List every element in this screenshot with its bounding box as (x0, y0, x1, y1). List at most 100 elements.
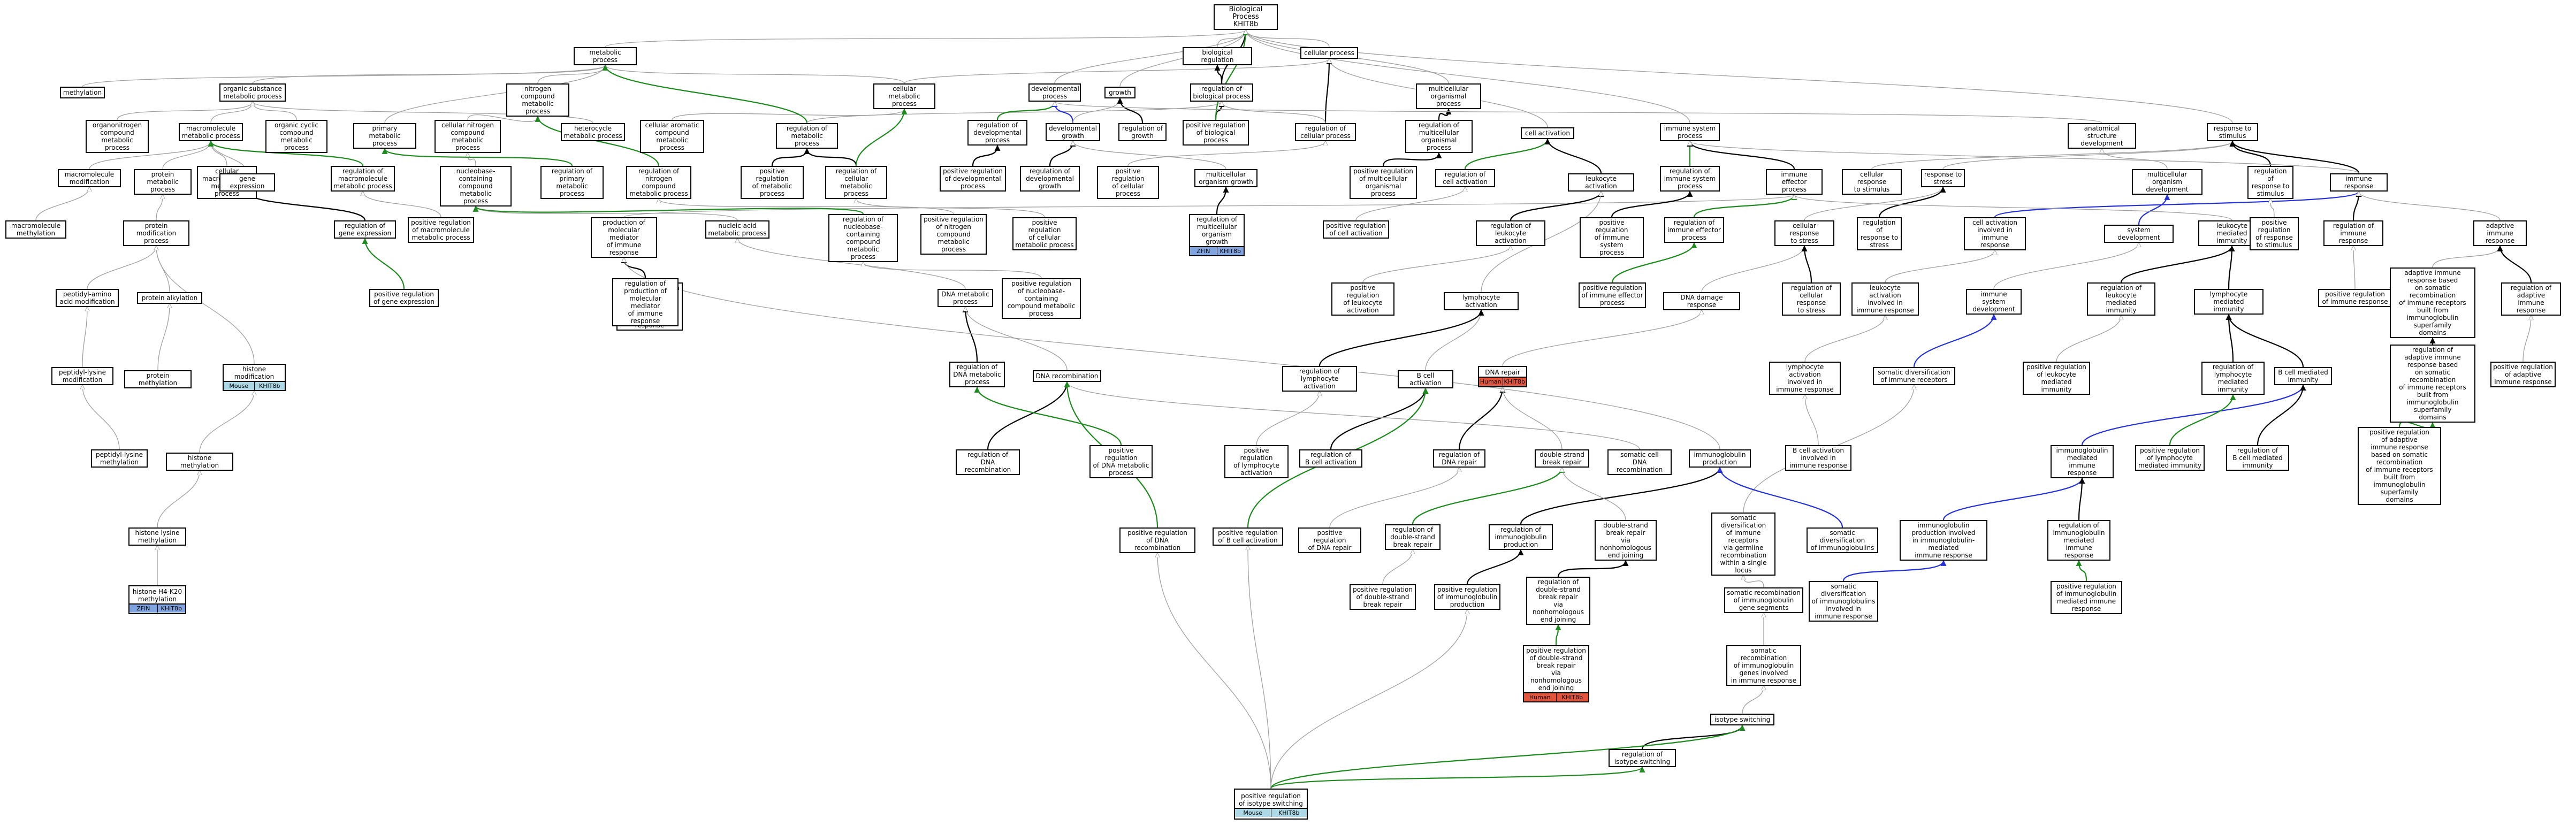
node-cellular-nitrogen-compound-metabolic-process[interactable]: cellular nitrogen compound metabolic pro… (435, 120, 501, 153)
node-positive-regulation-of-cellular-process[interactable]: positive regulation of cellular process (1097, 166, 1159, 199)
node-protein-metabolic-process[interactable]: protein metabolic process (134, 169, 192, 195)
node-regulation-of-double-strand-break-repair-via-nonhomologous-end-joining[interactable]: regulation of double-strand break repair… (1526, 577, 1590, 625)
node-regulation-of-primary-metabolic-process[interactable]: regulation of primary metabolic process (540, 166, 604, 199)
node-organic-cyclic-compound-metabolic-process[interactable]: organic cyclic compound metabolic proces… (265, 120, 327, 153)
node-positive-regulation-of-adaptive-immune-response[interactable]: positive regulation of adaptive immune r… (2490, 362, 2556, 387)
node-histone-lysine-methylation[interactable]: histone lysine methylation (128, 527, 186, 546)
node-regulation-of-double-strand-break-repair[interactable]: regulation of double-strand break repair (1385, 524, 1441, 550)
node-somatic-recombination-of-immunoglobulin-gene-segments[interactable]: somatic recombination of immunoglobulin … (1724, 587, 1803, 613)
node-immune-effector-process[interactable]: immune effector process (1766, 169, 1823, 195)
node-somatic-diversification-of-immunoglobulins-involved-in-immune-response[interactable]: somatic diversification of immunoglobuli… (1809, 581, 1878, 622)
node-protein-modification-process[interactable]: protein modification process (123, 220, 189, 246)
node-multicellular-organism-growth[interactable]: multicellular organism growth (1194, 169, 1257, 187)
node-nitrogen-compound-metabolic-process[interactable]: nitrogen compound metabolic process (506, 83, 569, 117)
node-regulation-of-growth[interactable]: regulation of growth (1118, 123, 1167, 141)
node-positive-regulation-of-double-strand-break-repair-via-nonhomologous-end-joining[interactable]: positive regulation of double-strand bre… (1523, 645, 1589, 702)
node-heterocycle-metabolic-process[interactable]: heterocycle metabolic process (561, 123, 625, 141)
node-somatic-cell-dna-recombination[interactable]: somatic cell DNA recombination (1607, 449, 1672, 475)
node-methylation[interactable]: methylation (60, 87, 105, 98)
node-somatic-diversification-of-immune-receptors[interactable]: somatic diversification of immune recept… (1873, 367, 1955, 385)
node-growth[interactable]: growth (1104, 87, 1135, 98)
node-regulation-of-dna-metabolic-process[interactable]: regulation of DNA metabolic process (949, 362, 1005, 387)
node-production-of-molecular-mediator-of-immune-response[interactable]: production of molecular mediator of immu… (591, 217, 657, 258)
node-immunoglobulin-production[interactable]: immunoglobulin production (1689, 449, 1751, 468)
node-regulation-of-cellular-response-to-stress[interactable]: regulation of cellular response to stres… (1782, 282, 1841, 316)
node-somatic-diversification-of-immunoglobulins[interactable]: somatic diversification of immunoglobuli… (1807, 527, 1878, 553)
node-dna-metabolic-process[interactable]: DNA metabolic process (938, 289, 993, 307)
node-regulation-of-developmental-growth[interactable]: regulation of developmental growth (1020, 166, 1080, 192)
node-positive-regulation-of-immune-effector-process[interactable]: positive regulation of immune effector p… (1579, 282, 1646, 308)
node-regulation-of-lymphocyte-activation[interactable]: regulation of lymphocyte activation (1282, 366, 1357, 392)
node-positive-regulation-of-b-cell-activation[interactable]: positive regulation of B cell activation (1213, 527, 1283, 546)
node-regulation-of-multicellular-organism-growth[interactable]: regulation of multicellular organism gro… (1189, 214, 1245, 256)
node-regulation-of-b-cell-activation[interactable]: regulation of B cell activation (1299, 449, 1362, 468)
node-positive-regulation-of-immunoglobulin-mediated-immune-response[interactable]: positive regulation of immunoglobulin me… (2051, 581, 2122, 614)
node-peptidyl-amino-acid-modification[interactable]: peptidyl-amino acid modification (56, 289, 119, 307)
node-regulation-of-b-cell-mediated-immunity[interactable]: regulation of B cell mediated immunity (2226, 445, 2289, 471)
node-positive-regulation-of-isotype-switching[interactable]: positive regulation of isotype switching… (1234, 789, 1308, 820)
node-biological-process[interactable]: Biological Process KHIT8b (1214, 4, 1278, 30)
node-regulation-of-dna-repair[interactable]: regulation of DNA repair (1433, 449, 1485, 468)
node-regulation-of-developmental-process[interactable]: regulation of developmental process (967, 120, 1027, 146)
node-positive-regulation-of-cell-activation[interactable]: positive regulation of cell activation (1323, 220, 1389, 239)
node-regulation-of-nucleobase-containing-compound-metabolic-process[interactable]: regulation of nucleobase-containing comp… (828, 214, 898, 262)
node-multicellular-organism-development[interactable]: multicellular organism development (2132, 169, 2202, 195)
node-macromolecule-methylation[interactable]: macromolecule methylation (5, 220, 66, 239)
node-macromolecule-modification[interactable]: macromolecule modification (58, 169, 121, 187)
node-regulation-of-nitrogen-compound-metabolic-process[interactable]: regulation of nitrogen compound metaboli… (626, 166, 691, 199)
node-cellular-metabolic-process[interactable]: cellular metabolic process (873, 83, 935, 109)
node-regulation-of-metabolic-process[interactable]: regulation of metabolic process (776, 123, 838, 149)
node-regulation-of-macromolecule-metabolic-process[interactable]: regulation of macromolecule metabolic pr… (331, 166, 395, 192)
node-metabolic-process[interactable]: metabolic process (574, 47, 637, 65)
node-regulation-of-gene-expression[interactable]: regulation of gene expression (334, 220, 396, 239)
node-dna-damage-response[interactable]: DNA damage response (1663, 292, 1740, 310)
node-double-strand-break-repair-via-nonhomologous-end-joining[interactable]: double-strand break repair via nonhomolo… (1595, 520, 1657, 561)
node-leukocyte-activation[interactable]: leukocyte activation (1568, 173, 1634, 192)
node-regulation-of-biological-process[interactable]: regulation of biological process (1190, 83, 1253, 102)
node-b-cell-activation-involved-in-immune-response[interactable]: B cell activation involved in immune res… (1785, 445, 1851, 471)
node-positive-regulation-of-nitrogen-compound-metabolic-process[interactable]: positive regulation of nitrogen compound… (920, 214, 987, 255)
node-leukocyte-mediated-immunity[interactable]: leukocyte mediated immunity (2198, 220, 2266, 246)
node-response-to-stress[interactable]: response to stress (1921, 169, 1965, 187)
node-developmental-process[interactable]: developmental process (1028, 83, 1081, 102)
node-positive-regulation-of-gene-expression[interactable]: positive regulation of gene expression (369, 289, 439, 307)
node-positive-regulation-of-dna-metabolic-process[interactable]: positive regulation of DNA metabolic pro… (1089, 445, 1153, 478)
node-immune-system-development[interactable]: immune system development (1966, 289, 2022, 315)
node-positive-regulation-of-lymphocyte-activation[interactable]: positive regulation of lymphocyte activa… (1224, 445, 1289, 478)
node-positive-regulation-of-macromolecule-metabolic-process[interactable]: positive regulation of macromolecule met… (408, 217, 474, 243)
node-positive-regulation-of-immune-response[interactable]: positive regulation of immune response (2318, 289, 2392, 307)
node-positive-regulation-of-double-strand-break-repair[interactable]: positive regulation of double-strand bre… (1350, 584, 1416, 610)
node-adaptive-immune-response[interactable]: adaptive immune response (2473, 220, 2527, 246)
node-organonitrogen-compound-metabolic-process[interactable]: organonitrogen compound metabolic proces… (86, 120, 149, 153)
node-positive-regulation-of-immune-system-process[interactable]: positive regulation of immune system pro… (1580, 217, 1644, 258)
node-peptidyl-lysine-methylation[interactable]: peptidyl-lysine methylation (91, 449, 148, 468)
node-dna-recombination[interactable]: DNA recombination (1033, 370, 1101, 382)
node-regulation-of-immunoglobulin-production[interactable]: regulation of immunoglobulin production (1489, 524, 1553, 550)
node-positive-regulation-of-lymphocyte-mediated-immunity[interactable]: positive regulation of lymphocyte mediat… (2135, 445, 2205, 471)
node-isotype-switching[interactable]: isotype switching (1710, 714, 1774, 725)
node-leukocyte-activation-involved-in-immune-response[interactable]: leukocyte activation involved in immune … (1851, 282, 1919, 316)
node-regulation-of-immunoglobulin-mediated-immune-response[interactable]: regulation of immunoglobulin mediated im… (2047, 520, 2110, 561)
node-cell-activation-involved-in-immune-response[interactable]: cell activation involved in immune respo… (1964, 217, 2026, 250)
node-positive-regulation-of-developmental-process[interactable]: positive regulation of developmental pro… (940, 166, 1006, 192)
node-primary-metabolic-process[interactable]: primary metabolic process (353, 123, 416, 149)
node-regulation-of-multicellular-organismal-process[interactable]: regulation of multicellular organismal p… (1405, 120, 1473, 153)
node-somatic-diversification-of-immune-receptors-via-germline-recombination[interactable]: somatic diversification of immune recept… (1711, 513, 1775, 576)
node-lymphocyte-mediated-immunity[interactable]: lymphocyte mediated immunity (2194, 289, 2263, 315)
node-positive-regulation-of-response-to-stimulus[interactable]: positive regulation of response to stimu… (2250, 217, 2299, 250)
node-cell-activation[interactable]: cell activation (1521, 127, 1574, 139)
node-positive-regulation-of-multicellular-organismal-process[interactable]: positive regulation of multicellular org… (1350, 166, 1417, 199)
node-regulation-of-lymphocyte-mediated-immunity[interactable]: regulation of lymphocyte mediated immuni… (2201, 362, 2265, 395)
node-regulation-of-production-of-molecular-mediator-of-immune-response[interactable]: regulation of production of molecular me… (612, 278, 679, 326)
node-lymphocyte-activation-involved-in-immune-response[interactable]: lymphocyte activation involved in immune… (1769, 362, 1841, 395)
node-cellular-aromatic-compound-metabolic-process[interactable]: cellular aromatic compound metabolic pro… (640, 120, 704, 153)
node-positive-regulation-of-biological-process[interactable]: positive regulation of biological proces… (1183, 120, 1249, 146)
node-b-cell-activation[interactable]: B cell activation (1398, 370, 1453, 388)
node-cellular-response-to-stimulus[interactable]: cellular response to stimulus (1842, 169, 1902, 195)
node-regulation-of-adaptive-immune-response[interactable]: regulation of adaptive immune response (2501, 282, 2561, 316)
node-lymphocyte-activation[interactable]: lymphocyte activation (1444, 292, 1519, 310)
node-double-strand-break-repair[interactable]: double-strand break repair (1535, 449, 1589, 468)
node-macromolecule-metabolic-process[interactable]: macromolecule metabolic process (179, 123, 243, 141)
node-positive-regulation-of-leukocyte-activation[interactable]: positive regulation of leukocyte activat… (1331, 282, 1394, 316)
